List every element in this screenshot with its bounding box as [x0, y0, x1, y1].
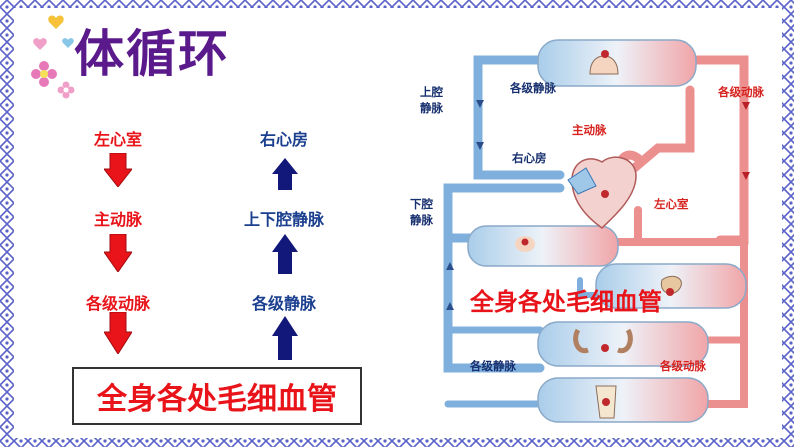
up-arrow-icon [272, 158, 298, 190]
diagram-capillaries-label: 全身各处毛细血管 [470, 288, 662, 316]
page-title: 体循环 [74, 24, 230, 83]
diagram-arteries-bottom-label: 各级动脉 [660, 359, 706, 373]
flow-veins-label: 各级静脉 [251, 294, 316, 313]
diagram-left-ventricle-label: 左心室 [654, 197, 689, 211]
flow-aorta-label: 主动脉 [93, 210, 142, 229]
circulation-diagram [443, 39, 750, 423]
flow-vena-cava-label: 上下腔静脉 [243, 210, 324, 229]
down-arrow-icon [104, 312, 132, 354]
capillary-box: 全身各处毛细血管 [72, 367, 362, 425]
up-arrow-icon [272, 316, 298, 360]
flower-decoration-icon [31, 15, 75, 99]
diagram-veins-top-label: 各级静脉 [510, 81, 556, 95]
flow-left-ventricle-label: 左心室 [93, 130, 142, 149]
flow-right-atrium-label: 右心房 [259, 130, 308, 149]
diagram-veins-bottom-label: 各级静脉 [470, 359, 516, 373]
diagram-inferior-vena-cava-label: 下腔 静脉 [410, 197, 433, 227]
capillary-box-text: 全身各处毛细血管 [97, 382, 337, 417]
diagram-aorta-label: 主动脉 [572, 123, 607, 137]
down-arrow-icon [104, 153, 132, 187]
flow-arteries-label: 各级动脉 [85, 294, 150, 313]
up-arrow-icon [272, 234, 298, 274]
diagram-arteries-top-label: 各级动脉 [718, 85, 764, 99]
down-arrow-icon [104, 234, 132, 272]
diagram-right-atrium-label: 右心房 [512, 151, 547, 165]
diagram-superior-vena-cava-label: 上腔 静脉 [420, 85, 443, 115]
